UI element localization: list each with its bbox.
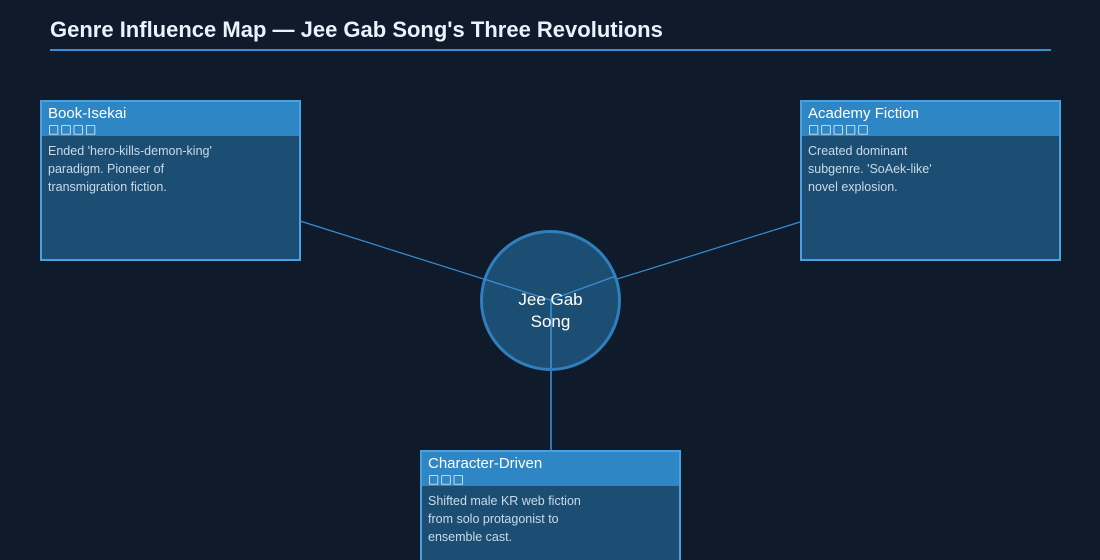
rating-marks: □□□: [428, 472, 466, 486]
node-card-header: Book-Isekai □□□□: [42, 102, 299, 136]
node-title: Academy Fiction: [808, 105, 919, 122]
node-card-academy-fiction: Academy Fiction □□□□□ Created dominant s…: [800, 100, 1061, 261]
node-card-character-driven: Character-Driven □□□ Shifted male KR web…: [420, 450, 681, 560]
node-description: Ended 'hero-kills-demon-king' paradigm. …: [48, 144, 212, 194]
center-link-segment-right: [549, 275, 617, 301]
node-card-header: Academy Fiction □□□□□: [802, 102, 1059, 136]
center-node-label: Jee Gab Song: [518, 290, 583, 331]
rating-marks: □□□□□: [808, 122, 870, 136]
center-link-segment-left: [483, 278, 551, 301]
node-title: Book-Isekai: [48, 105, 127, 122]
node-description: Shifted male KR web fiction from solo pr…: [428, 494, 581, 544]
node-description: Created dominant subgenre. 'SoAek-like' …: [808, 144, 932, 194]
node-card-book-isekai: Book-Isekai □□□□ Ended 'hero-kills-demon…: [40, 100, 301, 261]
page-title: Genre Influence Map — Jee Gab Song's Thr…: [50, 17, 663, 42]
title-divider: [50, 49, 1051, 51]
node-title: Character-Driven: [428, 455, 543, 472]
node-card-header: Character-Driven □□□: [422, 452, 679, 486]
rating-marks: □□□□: [48, 122, 98, 136]
